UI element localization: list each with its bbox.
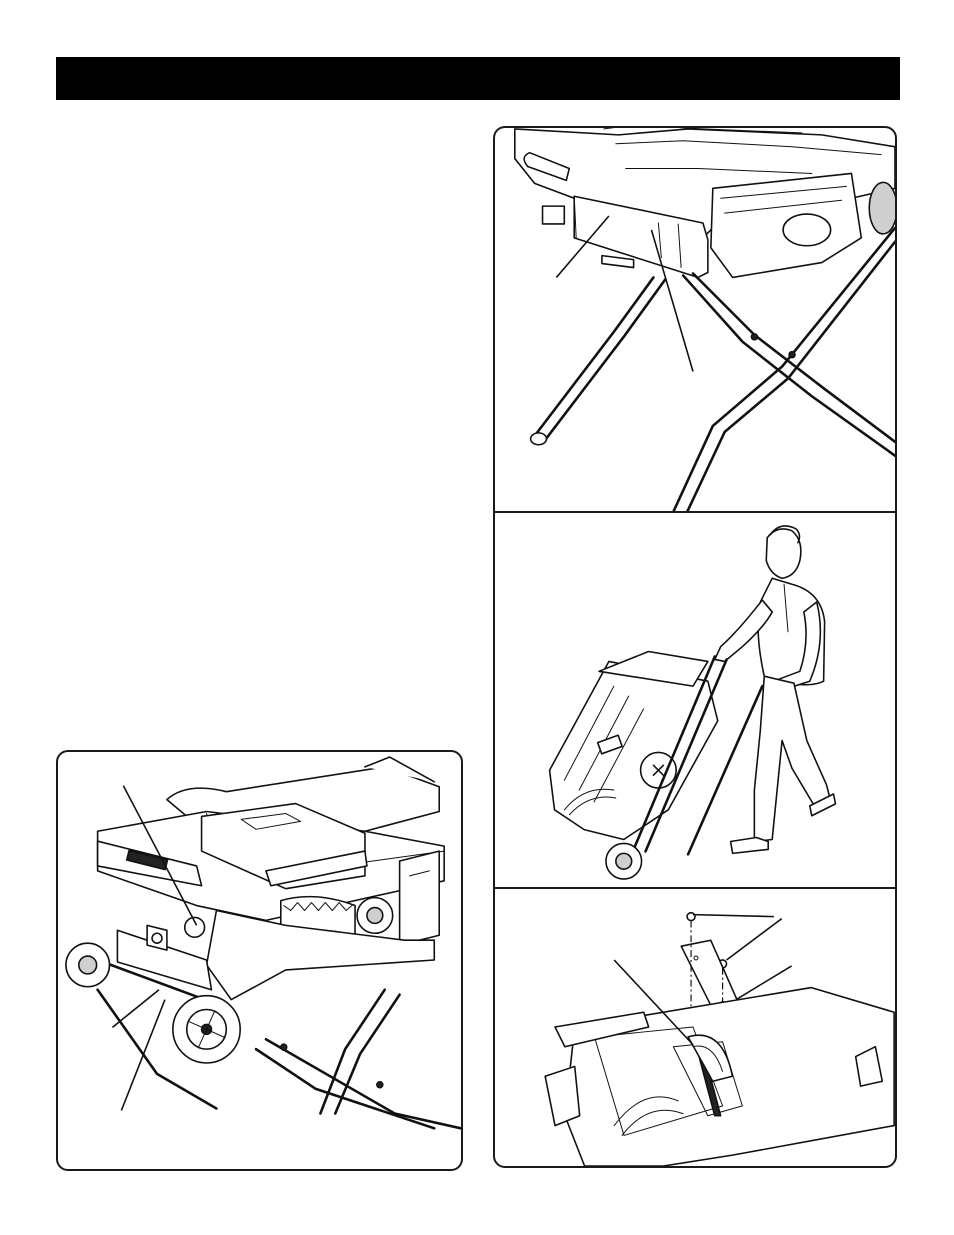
clamp-bracket [541,205,566,225]
callout-leader-bracket [650,229,694,372]
brand-label [125,849,169,871]
stand-leg-cross [681,274,895,457]
figure-wheel-assembly [56,750,463,1171]
section-header-bar [56,57,900,100]
person-shoe-right [808,793,837,817]
motor-vent [782,213,832,247]
stand-leg-left-front [533,276,655,438]
callout-leader-plate [735,965,793,1001]
person-shoe-left [729,836,770,855]
side-rail [554,1011,650,1048]
callout-leader-lock-knob [122,785,198,926]
stand-leg-2 [254,1047,436,1130]
tilted-saw-label [596,734,623,755]
person-head [765,528,802,580]
carry-handle [523,151,571,182]
callout-leader-axle [111,989,160,1028]
person-legs [753,675,833,843]
callout-leader-blade [613,959,694,1046]
screw-top [686,911,696,922]
callout-leader-screws-2 [726,917,783,961]
stand-leg-right [671,226,895,513]
side-panel [398,850,441,946]
front-fence [265,850,368,887]
figure-throat-plate [493,887,897,1168]
callout-leader-screws-1 [693,913,774,918]
lock-knob [183,916,206,939]
throat-plate-illustration [544,911,895,1166]
stand-leg-1 [96,988,218,1110]
figure-stand-mount [493,126,897,513]
callout-leader-rail [555,215,610,278]
wheel-assembly-illustration [65,756,461,1130]
saw-base [205,909,436,1001]
right-wheel [868,181,895,235]
callout-leader-bracket-lower [120,999,166,1111]
saw-blade [687,1034,734,1083]
person-transport-illustration [548,525,837,880]
transport-handle [632,655,717,851]
tilted-saw-body [548,660,719,841]
tilted-saw-table [598,650,709,687]
axle-bracket [116,929,213,991]
stand-mount-illustration [514,128,895,513]
figure-person-transport [493,511,897,889]
